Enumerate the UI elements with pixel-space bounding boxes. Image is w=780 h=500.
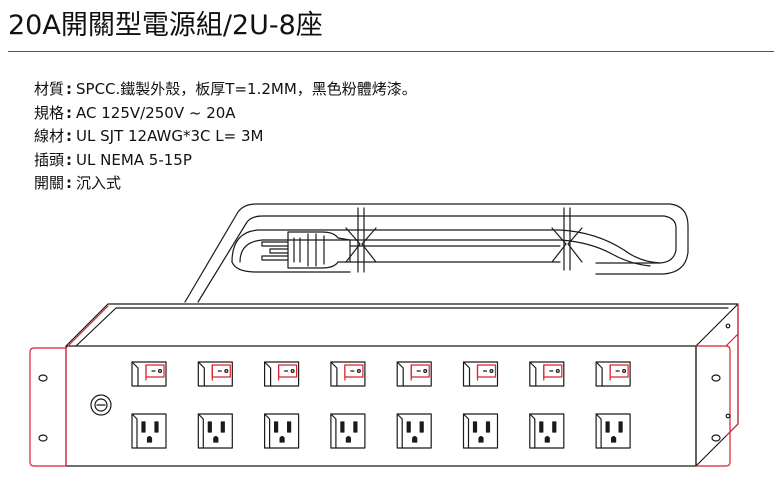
title-divider [8, 51, 774, 52]
spec-label: 材質 [34, 80, 65, 98]
spec-value: 沉入式 [76, 174, 122, 192]
page-title: 20A開關型電源組/2U-8座 [8, 10, 323, 41]
cable-tie [551, 207, 583, 271]
spec-value: UL NEMA 5-15P [76, 150, 192, 169]
spec-row-material: 材質:SPCC.鐵製外殼，板厚T=1.2MM，黑色粉體烤漆。 [34, 78, 417, 102]
spec-label: 開關 [34, 174, 65, 192]
rocker-switch-icon[interactable] [197, 361, 233, 387]
spec-row-cable: 線材:UL SJT 12AWG*3C L= 3M [34, 125, 417, 149]
spec-row-plug: 插頭:UL NEMA 5-15P [34, 149, 417, 173]
spec-list: 材質:SPCC.鐵製外殼，板厚T=1.2MM，黑色粉體烤漆。 規格:AC 125… [34, 78, 417, 196]
spec-separator: : [66, 80, 73, 98]
spec-value: SPCC.鐵製外殼，板厚T=1.2MM，黑色粉體烤漆。 [76, 80, 417, 98]
spec-label: 規格 [34, 103, 65, 122]
spec-row-switch: 開關:沉入式 [34, 172, 417, 196]
outlet-icon[interactable] [197, 413, 233, 449]
outlet-icon[interactable] [264, 413, 300, 449]
spec-label: 線材 [34, 127, 65, 145]
rocker-switch-icon[interactable] [529, 361, 565, 387]
spec-row-rating: 規格:AC 125V/250V ~ 20A [34, 102, 417, 126]
rocker-switch-icon[interactable] [595, 361, 631, 387]
rocker-switch-icon[interactable] [131, 361, 167, 387]
spec-separator: : [66, 174, 73, 192]
rocker-switch-icon[interactable] [462, 361, 499, 387]
rocker-switch-icon[interactable] [264, 361, 300, 387]
outlet-icon[interactable] [595, 413, 631, 449]
spec-value: AC 125V/250V ~ 20A [76, 103, 236, 122]
cable-tie [345, 207, 377, 273]
power-cord [184, 203, 689, 303]
spec-value: UL SJT 12AWG*3C L= 3M [76, 127, 264, 145]
mounting-hole-icon [38, 323, 731, 442]
rack-ear-right [695, 303, 739, 467]
outlet-icon[interactable] [131, 413, 167, 449]
rocker-switch-icon[interactable] [396, 361, 432, 387]
outlet-icon[interactable] [462, 413, 499, 449]
switch-row [131, 361, 631, 387]
outlet-icon[interactable] [330, 413, 366, 449]
spec-separator: : [66, 127, 73, 145]
plug-icon [261, 231, 351, 269]
outlet-icon[interactable] [396, 413, 432, 449]
outlet-icon[interactable] [529, 413, 565, 449]
rack-ear-left [29, 305, 109, 467]
circuit-breaker-icon [90, 394, 112, 416]
spec-label: 插頭 [34, 150, 65, 169]
spec-separator: : [66, 150, 73, 169]
outlet-row [131, 413, 631, 449]
spec-separator: : [66, 103, 73, 122]
rocker-switch-icon[interactable] [330, 361, 366, 387]
